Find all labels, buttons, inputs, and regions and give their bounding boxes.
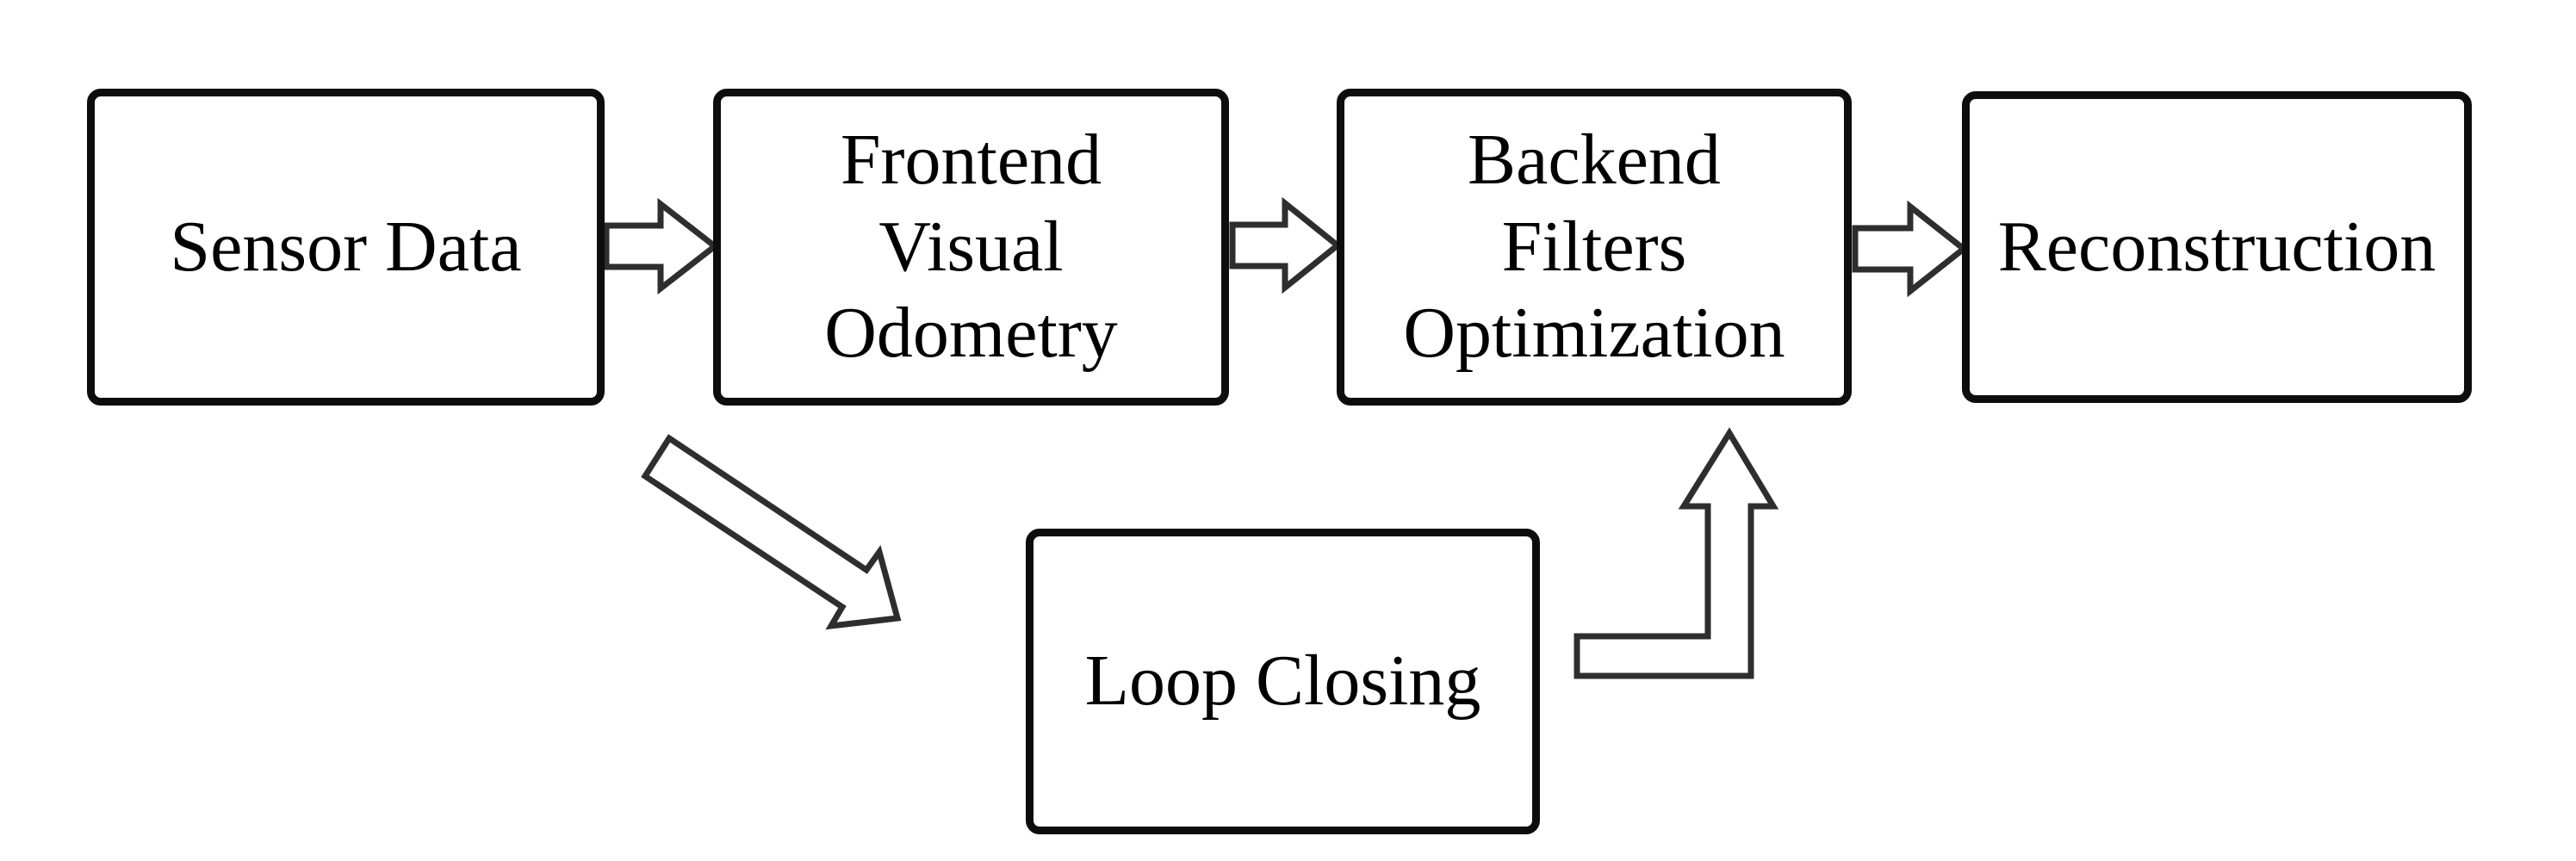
node-reconstruction-label: Reconstruction [1997,206,2436,287]
arrow-backend-to-reconstruction-icon [1852,200,1969,298]
arrow-sensor-to-frontend-icon [603,197,720,295]
node-sensor-data: Sensor Data [87,89,605,406]
node-sensor-data-label: Sensor Data [170,206,522,287]
node-reconstruction: Reconstruction [1962,91,2472,403]
arrow-sensor-to-loop-closing-icon [641,434,902,630]
node-loop-closing-label: Loop Closing [1084,641,1481,722]
node-frontend-visual-odometry-label: Frontend Visual Odometry [824,119,1118,374]
arrow-loop-closing-to-backend-icon [1574,427,1779,679]
arrow-frontend-to-backend-icon [1229,196,1343,294]
node-loop-closing: Loop Closing [1026,529,1540,834]
node-backend-filters-optimization: Backend Filters Optimization [1337,89,1852,406]
node-frontend-visual-odometry: Frontend Visual Odometry [713,89,1229,406]
node-backend-filters-optimization-label: Backend Filters Optimization [1403,119,1785,374]
